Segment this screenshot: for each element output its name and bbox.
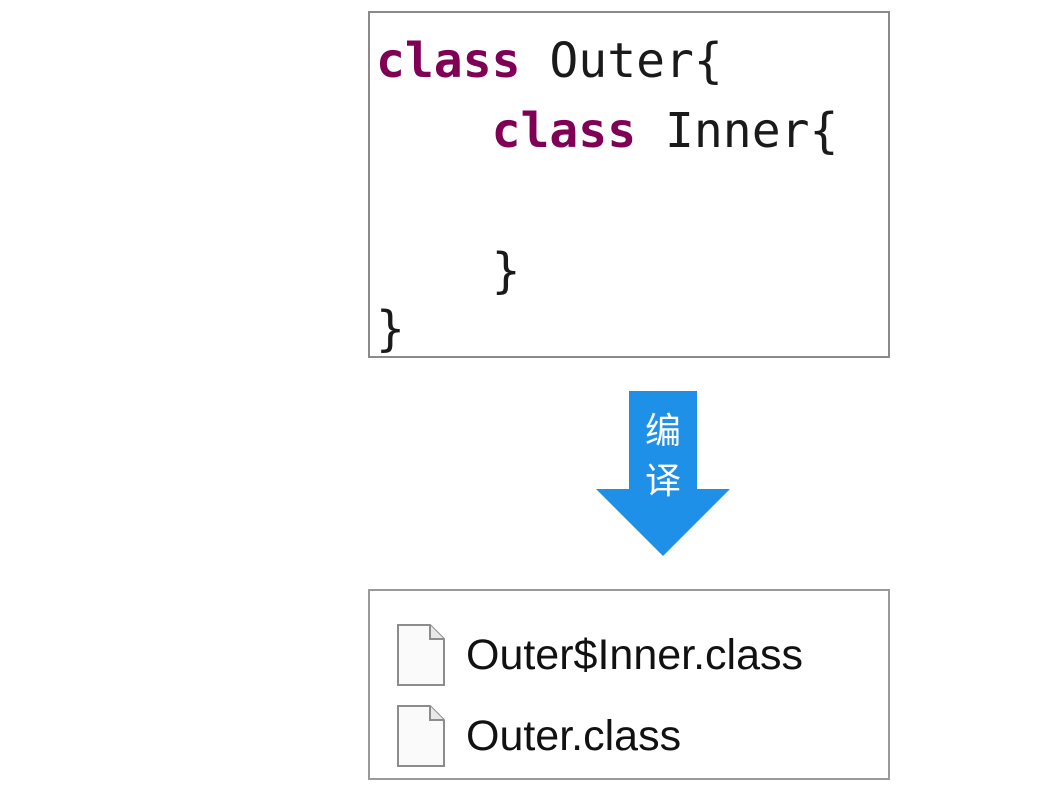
- code-indent: [376, 243, 492, 299]
- file-icon: [397, 705, 445, 767]
- code-text: Outer{: [520, 33, 723, 89]
- code-line-1: class Outer{: [376, 31, 723, 91]
- code-line-4: }: [376, 241, 521, 301]
- code-indent: [376, 103, 492, 159]
- compiled-files-panel: Outer$Inner.class Outer.class: [368, 589, 890, 780]
- file-icon: [397, 624, 445, 686]
- file-name: Outer.class: [466, 712, 682, 760]
- code-text: Inner{: [636, 103, 839, 159]
- keyword: class: [376, 33, 521, 89]
- file-item[interactable]: Outer.class: [396, 704, 681, 768]
- code-text: }: [491, 243, 521, 299]
- code-text: }: [376, 301, 405, 357]
- arrow-label-line2: 译: [644, 461, 681, 502]
- keyword: class: [491, 103, 637, 159]
- source-code-panel: class Outer{ class Inner{ } }: [368, 11, 890, 358]
- code-line-2: class Inner{: [376, 101, 839, 161]
- file-item[interactable]: Outer$Inner.class: [396, 623, 803, 687]
- file-name: Outer$Inner.class: [466, 631, 804, 679]
- compile-arrow-icon: [596, 391, 730, 556]
- arrow-label-line1: 编: [644, 411, 681, 452]
- code-line-5: }: [376, 299, 405, 359]
